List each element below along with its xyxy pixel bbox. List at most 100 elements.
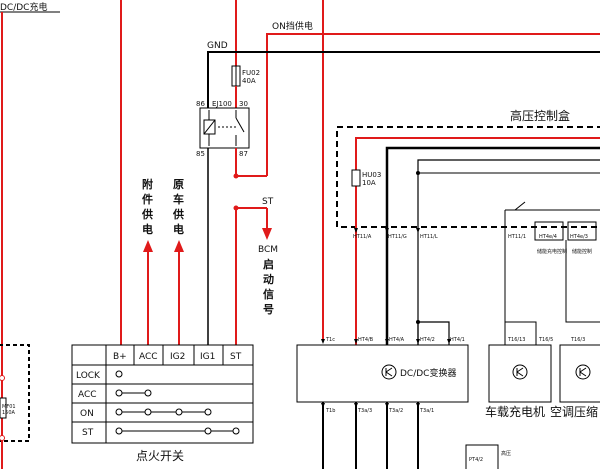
wire-ac-feed	[565, 240, 600, 323]
obc-name: 车载充电机	[485, 404, 545, 419]
ignition-col-bplus: B+	[113, 352, 127, 362]
ignition-col-ig2: IG2	[170, 352, 185, 362]
bottom-connector-box	[465, 444, 499, 469]
hv-relay-coil-2	[567, 221, 597, 241]
switch-contact-acc-acc	[144, 389, 152, 397]
bcm-char-1: 启	[263, 257, 274, 271]
ac-transistor-emitter	[579, 371, 587, 377]
dcdc-pin-t3a2: T3a/2	[388, 408, 403, 414]
ignition-switch-table: B+ ACC IG2 IG1 ST LOCK ACC ON ST	[71, 344, 254, 444]
acc-arrow-up	[143, 240, 153, 252]
fuse-hu03	[351, 169, 361, 187]
relay-pin-85: 85	[196, 150, 205, 158]
junction-ht4	[416, 320, 420, 324]
fuse-hu03-name: HU03	[362, 171, 381, 179]
ignition-switch-caption: 点火开关	[136, 449, 184, 463]
ac-compressor-name: 空调压缩	[550, 404, 598, 419]
orig-supply-char-2: 车	[173, 192, 184, 206]
switch-contact-on-ig2	[175, 408, 183, 416]
wire-obc-loop	[505, 321, 537, 345]
junction-st	[233, 205, 239, 211]
ac-transistor-icon	[575, 364, 591, 380]
bcm-label: BCM	[258, 245, 278, 255]
hv-box-title: 高压控制盒	[510, 108, 570, 123]
hv-relay-coil-1	[534, 221, 564, 241]
obc-transistor-icon	[512, 364, 528, 380]
hv-black-wire-g	[417, 159, 600, 345]
dcdc-transistor-collector	[385, 367, 393, 373]
pin-markers	[321, 228, 451, 408]
orig-supply-char-1: 原	[173, 178, 184, 191]
ignition-col-ig1: IG1	[200, 352, 215, 362]
dcdc-transistor-emitter	[385, 371, 393, 377]
obc-pin-1: T16/13	[507, 337, 525, 343]
relay-coil-diagonal	[203, 119, 216, 135]
pin-marker-hv-a	[354, 228, 358, 233]
switch-contact-on-bplus	[115, 408, 123, 416]
ac-transistor-collector	[579, 367, 587, 373]
wire-ht4-loop	[417, 321, 450, 345]
obc-transistor-collector	[516, 367, 524, 373]
hv-pin-1: HT11/1	[508, 234, 526, 240]
obc-transistor-emitter	[516, 371, 524, 377]
pin-marker-t3a1	[416, 403, 420, 408]
ignition-row-acc: ACC	[78, 390, 97, 400]
relay-contact-switch	[235, 117, 245, 133]
acc-supply-char-4: 电	[142, 222, 153, 236]
wire-label-on-supply: ON挡供电	[272, 20, 313, 32]
ac-pin-1: T16/3	[570, 337, 585, 343]
wire-label-gnd: GND	[207, 41, 228, 51]
hv-label-charge-ctrl: 储能充电控制	[537, 248, 567, 255]
pin-marker-t3a3	[354, 403, 358, 408]
dcdc-pin-ht41: HT4/1	[450, 337, 465, 343]
ignition-col-st: ST	[230, 352, 242, 362]
switch-contact-st-ig1	[204, 427, 212, 435]
hv-pin-4e4: HT4e/4	[539, 234, 557, 240]
dcdc-pin-ht42: HT4/2	[420, 337, 435, 343]
switch-contact-lock-bplus	[115, 370, 123, 378]
pin-marker-t3a2	[385, 403, 389, 408]
ig2-arrow-up	[174, 240, 184, 252]
dcdc-pin-ht4a: HT4/A	[389, 337, 405, 343]
hv-switch-blade	[514, 201, 526, 211]
fuse-mf01-rating: 150A	[2, 410, 16, 416]
dcdc-pin-t1b: T1b	[325, 408, 335, 414]
fuse-fu02-name: FU02	[242, 69, 260, 77]
bcm-char-2: 动	[263, 272, 274, 286]
hv-control-box	[336, 126, 600, 228]
dcdc-pin-t1c: T1c	[325, 337, 335, 343]
pin-marker-ht41	[447, 339, 451, 344]
relay-name: EJ100	[212, 100, 232, 108]
switch-contact-st-bplus	[115, 427, 123, 435]
relay-pin-87: 87	[239, 150, 248, 158]
dcdc-pin-ht4b: HT4/B	[358, 337, 374, 343]
left-terminal-top	[0, 375, 5, 381]
pin-marker-ht42	[416, 339, 420, 344]
dcdc-pin-t3a1: T3a/1	[419, 408, 434, 414]
fuse-hu03-rating: 10A	[362, 179, 376, 187]
pin-marker-ht4b	[354, 339, 358, 344]
wire-on-supply	[266, 33, 600, 176]
hv-red-rail	[355, 137, 600, 345]
st-arrow-down	[262, 228, 272, 240]
switch-contact-on-ig1	[204, 408, 212, 416]
wire-gnd	[207, 51, 600, 118]
pin-marker-t1c	[321, 339, 325, 344]
switch-contact-acc-bplus	[115, 389, 123, 397]
acc-supply-char-3: 供	[141, 207, 153, 221]
relay-pin-30: 30	[239, 100, 248, 108]
dcdc-transistor-icon	[381, 364, 397, 380]
st-label: ST	[262, 197, 274, 207]
ignition-col-acc: ACC	[139, 352, 158, 362]
bcm-char-4: 号	[263, 303, 274, 316]
fuse-mf01-name: MF01	[2, 404, 16, 410]
obc-pin-2: T16/5	[538, 337, 553, 343]
bottom-connector-pin: PT4/2	[469, 457, 483, 463]
pin-marker-hv-g	[385, 228, 389, 233]
left-terminal-bottom	[0, 435, 5, 441]
orig-supply-char-3: 供	[172, 207, 184, 221]
hv-pin-g: HT11/G	[388, 234, 407, 240]
hv-pin-l: HT11/L	[420, 234, 438, 240]
left-fuse-box	[0, 344, 30, 442]
hv-label-storage-ctrl: 储能控制	[572, 248, 592, 255]
